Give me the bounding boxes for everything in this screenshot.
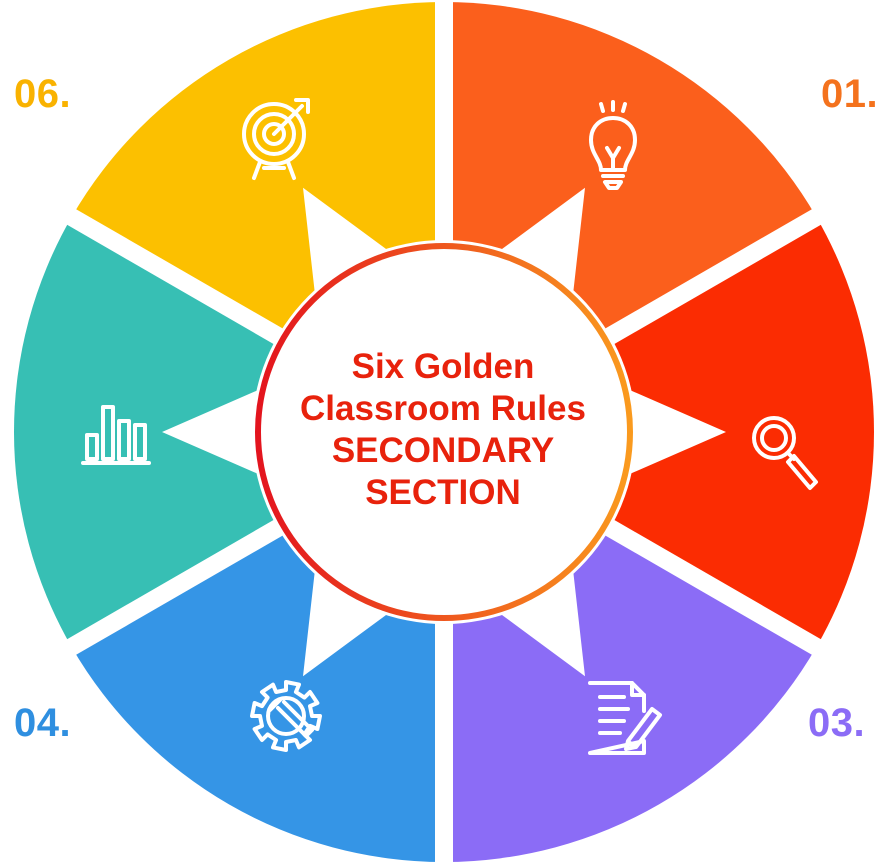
center-disc — [252, 240, 636, 624]
lightbulb-icon — [589, 100, 637, 190]
document-pen-icon — [588, 681, 662, 755]
center-title: Six Golden Classroom Rules SECONDARY SEC… — [268, 346, 618, 514]
label-06: 06. — [14, 72, 72, 116]
magnifier-icon — [752, 416, 818, 490]
center-ring — [255, 243, 633, 621]
gear-wrench-icon — [250, 680, 322, 752]
target-icon — [242, 98, 310, 180]
bar-chart-icon — [81, 405, 151, 465]
title-line-2: Classroom Rules — [300, 389, 586, 428]
title-line-3: SECONDARY — [331, 431, 555, 470]
title-line-4: SECTION — [365, 473, 521, 512]
label-01: 01. — [821, 72, 878, 116]
label-03: 03. — [808, 701, 866, 745]
title-line-1: Six Golden — [351, 347, 535, 386]
label-04: 04. — [14, 701, 72, 745]
